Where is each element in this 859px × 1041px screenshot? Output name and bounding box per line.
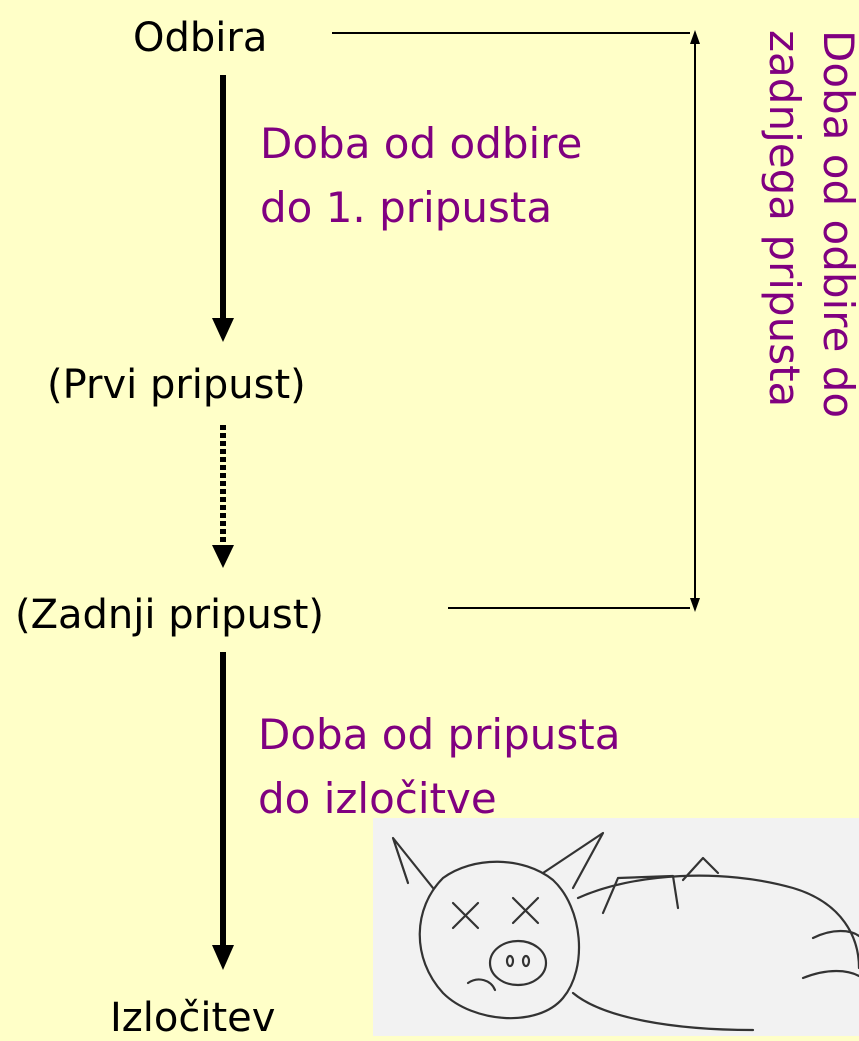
interval-weaning-to-last-line1: Doba od odbire do xyxy=(814,30,859,419)
dead-pig-drawing xyxy=(391,831,859,1032)
interval-weaning-to-last: Doba od odbire do zadnjega pripusta xyxy=(745,30,859,500)
node-first-mating: (Prvi pripust) xyxy=(47,362,306,408)
arrow-weaning-to-first xyxy=(212,75,234,342)
node-last-mating: (Zadnji pripust) xyxy=(15,592,325,638)
interval-weaning-to-first-line1: Doba od odbire xyxy=(260,119,583,168)
interval-weaning-to-first-line2: do 1. pripusta xyxy=(260,183,553,232)
node-weaning: Odbira xyxy=(133,15,268,61)
dotted-arrow-first-to-last xyxy=(212,425,234,568)
bracket-weaning-to-last xyxy=(332,30,700,612)
interval-weaning-to-last-line2: zadnjega pripusta xyxy=(760,30,809,408)
interval-mating-to-culling-line1: Doba od pripusta xyxy=(258,710,621,759)
arrow-last-to-culling xyxy=(212,652,234,970)
interval-mating-to-culling-line2: do izločitve xyxy=(258,774,497,823)
dead-pig-sketch xyxy=(373,818,859,1036)
node-culling: Izločitev xyxy=(110,995,276,1041)
